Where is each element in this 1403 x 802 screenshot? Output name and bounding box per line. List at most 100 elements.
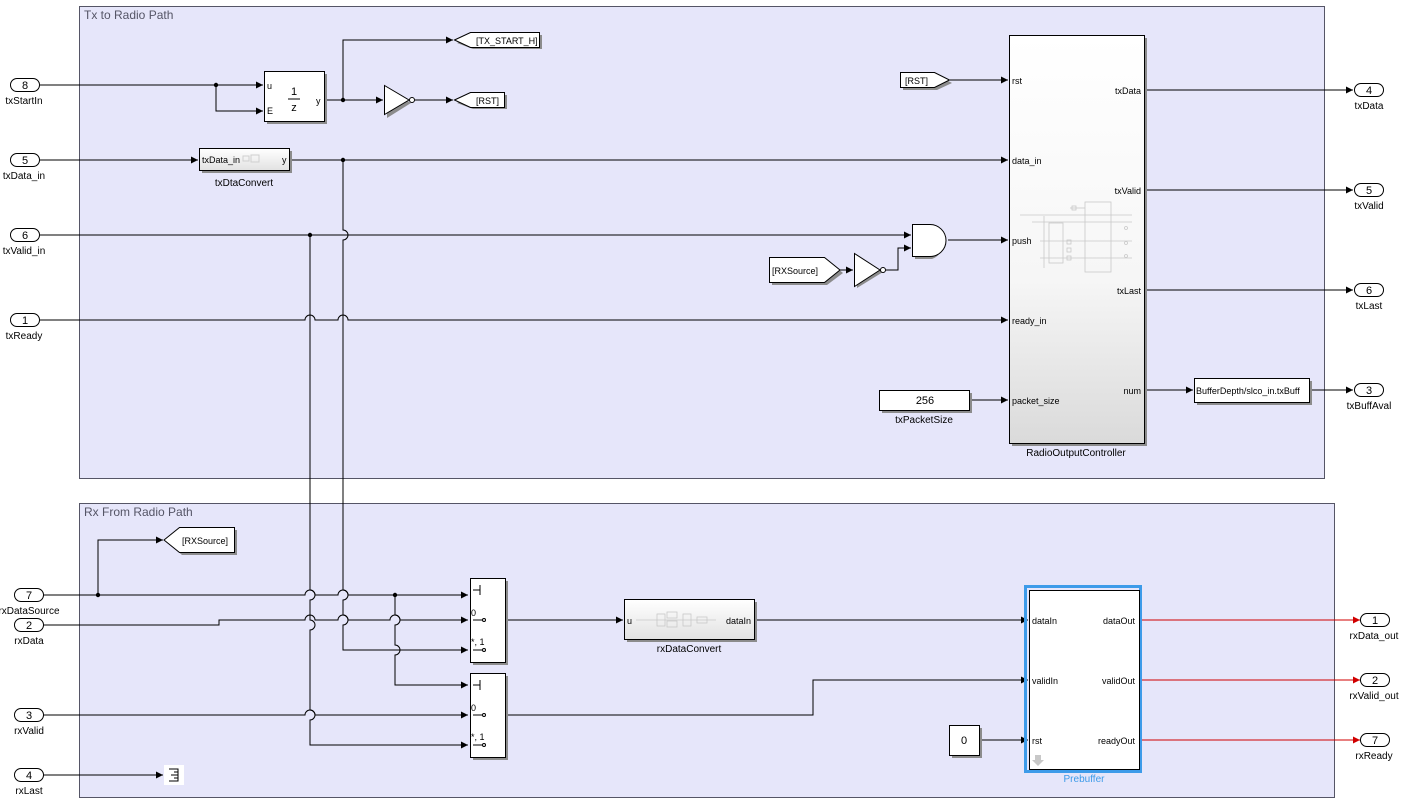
outport-name: txData: [1355, 101, 1384, 112]
controller-input-push: push: [1012, 236, 1032, 246]
inport-txstartin[interactable]: 8 txStartIn: [5, 78, 43, 108]
outport-number: 2: [1372, 675, 1378, 687]
subsystem-preview-icon: [636, 611, 716, 628]
inport-txready[interactable]: 1 txReady: [6, 313, 43, 343]
outport-number: 7: [1372, 735, 1378, 747]
outport-number: 3: [1366, 385, 1372, 397]
logical-not-gate[interactable]: [854, 252, 886, 289]
goto-tag-label: [RST]: [476, 96, 499, 106]
goto-tx-start[interactable]: [TX_START_H]: [453, 32, 543, 50]
tx-area-title: Tx to Radio Path: [84, 8, 173, 22]
tx-convert-output: y: [282, 155, 287, 165]
outport-rxvalid-out[interactable]: 2 rxValid_out: [1349, 673, 1399, 703]
multiport-switch-valid[interactable]: 0 *, 1: [470, 673, 509, 761]
inport-name: rxDataSource: [0, 606, 60, 617]
packet-size-value: 256: [916, 395, 934, 407]
outport-rxready[interactable]: 7 rxReady: [1355, 733, 1393, 763]
buffer-depth-expression-block[interactable]: BufferDepth/slco_in.txBuff: [1194, 378, 1313, 406]
inport-number: 7: [26, 590, 32, 602]
down-arrow-icon: [1032, 755, 1044, 766]
switch-case-default: *, 1: [471, 637, 485, 647]
prebuffer-input-datain: dataIn: [1032, 616, 1057, 626]
inport-name: rxData: [14, 636, 44, 647]
prebuffer-block[interactable]: dataIn validIn rst dataOut validOut read…: [1024, 585, 1142, 786]
inport-rxlast[interactable]: 4 rxLast: [14, 768, 44, 798]
rx-data-convert-block[interactable]: u dataIn rxDataConvert: [624, 599, 758, 656]
enabled-delay-block[interactable]: u E 1 z y: [264, 71, 328, 125]
controller-input-rst: rst: [1012, 76, 1022, 86]
goto-tag-label: [TX_START_H]: [476, 36, 538, 46]
from-rxsource[interactable]: [RXSource]: [769, 257, 844, 286]
inport-rxdatasource[interactable]: 7 rxDataSource: [0, 588, 60, 618]
subsystem-preview-icon: [1020, 201, 1132, 273]
controller-input-packet-size: packet_size: [1012, 396, 1060, 406]
inport-name: txData_in: [3, 171, 45, 182]
rx-area-title: Rx From Radio Path: [84, 505, 193, 519]
controller-output-txdata: txData: [1115, 86, 1141, 96]
prebuffer-output-readyout: readyOut: [1098, 736, 1136, 746]
from-tag-label: [RXSource]: [772, 266, 818, 276]
packet-size-label: txPacketSize: [895, 415, 953, 426]
outport-number: 1: [1372, 615, 1378, 627]
prebuffer-output-dataout: dataOut: [1103, 616, 1136, 626]
controller-output-txvalid: txValid: [1115, 186, 1141, 196]
inport-name: txValid_in: [3, 246, 46, 257]
goto-tag-label: [RXSource]: [182, 536, 228, 546]
switch-case-0: 0: [471, 703, 476, 713]
goto-rst[interactable]: [RST]: [453, 92, 508, 110]
delay-output-y: y: [316, 96, 321, 106]
tx-data-convert-block[interactable]: txData_in y txDtaConvert: [199, 148, 293, 190]
terminator-block[interactable]: [164, 765, 184, 785]
inport-txdata-in[interactable]: 5 txData_in: [3, 153, 45, 183]
inport-number: 5: [22, 155, 28, 167]
goto-rxsource[interactable]: [RXSource]: [163, 527, 237, 556]
outport-number: 6: [1366, 285, 1372, 297]
inport-name: txStartIn: [5, 96, 42, 107]
inport-number: 3: [26, 710, 32, 722]
switch-case-default: *, 1: [471, 732, 485, 742]
delay-denominator: z: [291, 102, 297, 114]
inport-rxvalid[interactable]: 3 rxValid: [14, 708, 44, 738]
rx-convert-input: u: [627, 616, 632, 626]
outport-name: txLast: [1356, 301, 1383, 312]
inport-number: 8: [22, 80, 28, 92]
logical-and-gate[interactable]: [912, 224, 947, 260]
from-tag-label: [RST]: [905, 76, 928, 86]
controller-output-txlast: txLast: [1117, 286, 1142, 296]
outport-rxdata-out[interactable]: 1 rxData_out: [1350, 613, 1399, 643]
inport-name: rxLast: [15, 786, 42, 797]
switch-case-0: 0: [471, 608, 476, 618]
outport-txvalid[interactable]: 5 txValid: [1354, 183, 1384, 213]
delay-input-u: u: [267, 81, 272, 91]
outport-name: txBuffAval: [1347, 401, 1392, 412]
outport-name: rxValid_out: [1349, 691, 1399, 702]
signal-lines: [40, 36, 1360, 779]
tx-convert-label: txDtaConvert: [215, 178, 274, 189]
radio-output-controller-block[interactable]: rst data_in push ready_in packet_size tx…: [1009, 35, 1148, 460]
rst-zero-constant[interactable]: 0: [949, 725, 983, 759]
controller-output-num: num: [1123, 386, 1141, 396]
prebuffer-input-rst: rst: [1032, 736, 1042, 746]
inport-number: 6: [22, 230, 28, 242]
logical-not-gate[interactable]: [384, 84, 415, 119]
from-rst[interactable]: [RST]: [900, 72, 953, 91]
outport-txdata[interactable]: 4 txData: [1354, 83, 1384, 113]
inport-number: 2: [26, 620, 32, 632]
multiport-switch-data[interactable]: 0 *, 1: [470, 578, 509, 666]
outport-name: txValid: [1354, 201, 1383, 212]
outport-number: 4: [1366, 85, 1372, 97]
inport-txvalid-in[interactable]: 6 txValid_in: [3, 228, 46, 258]
tx-packet-size-constant[interactable]: 256 txPacketSize: [879, 390, 973, 427]
delay-input-enable: E: [267, 106, 273, 116]
prebuffer-label: Prebuffer: [1064, 774, 1106, 785]
outport-number: 5: [1366, 185, 1372, 197]
prebuffer-input-validin: validIn: [1032, 676, 1058, 686]
tx-convert-input: txData_in: [202, 155, 240, 165]
controller-input-ready-in: ready_in: [1012, 316, 1047, 326]
outport-txbuffaval[interactable]: 3 txBuffAval: [1347, 383, 1392, 413]
inport-rxdata[interactable]: 2 rxData: [14, 618, 44, 648]
prebuffer-output-validout: validOut: [1102, 676, 1136, 686]
buffer-expression-text: BufferDepth/slco_in.txBuff: [1196, 386, 1300, 396]
inport-number: 1: [22, 315, 28, 327]
outport-txlast[interactable]: 6 txLast: [1354, 283, 1384, 313]
